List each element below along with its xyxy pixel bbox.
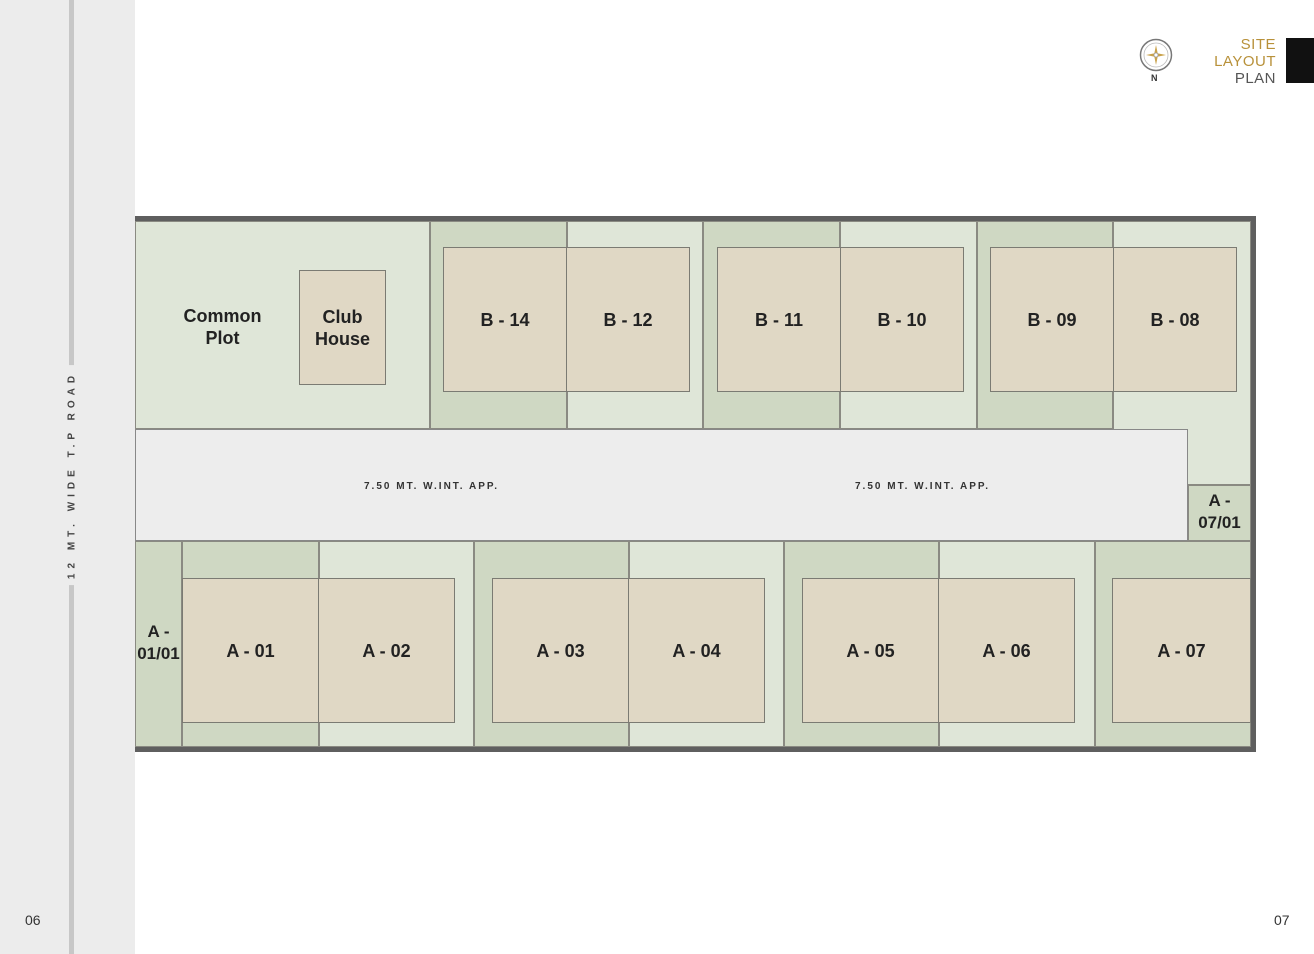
unit-a-07[interactable]: A - 07	[1112, 578, 1251, 723]
unit-a-03[interactable]: A - 03	[492, 578, 629, 723]
compass-icon	[1139, 38, 1173, 72]
unit-b-10[interactable]: B - 10	[840, 247, 964, 392]
site-plan: Common Plot Club House B - 14 B - 12 B -…	[135, 216, 1256, 752]
unit-a-05[interactable]: A - 05	[802, 578, 939, 723]
page-number-right: 07	[1274, 912, 1290, 928]
unit-b-09[interactable]: B - 09	[990, 247, 1114, 392]
road-divider-bottom	[69, 585, 74, 954]
title-accent-bar	[1286, 38, 1314, 83]
internal-road	[135, 429, 1188, 541]
road-divider-top	[69, 0, 74, 370]
page-title: SITE LAYOUT PLAN	[1214, 36, 1276, 87]
title-line-1: SITE	[1240, 36, 1276, 53]
unit-a-06[interactable]: A - 06	[938, 578, 1075, 723]
unit-a-04[interactable]: A - 04	[628, 578, 765, 723]
internal-road-label-1: 7.50 MT. W.INT. APP.	[364, 481, 500, 492]
unit-a-07-01[interactable]: A - 07/01	[1198, 491, 1241, 532]
unit-a-01-01[interactable]: A - 01/01	[137, 622, 180, 663]
tp-road-strip: 12 MT. WIDE T.P ROAD	[0, 0, 135, 954]
unit-b-08[interactable]: B - 08	[1113, 247, 1237, 392]
unit-b-14[interactable]: B - 14	[443, 247, 567, 392]
unit-a-01[interactable]: A - 01	[182, 578, 319, 723]
road-label: 12 MT. WIDE T.P ROAD	[66, 364, 78, 586]
unit-b-11[interactable]: B - 11	[717, 247, 841, 392]
unit-a-02[interactable]: A - 02	[318, 578, 455, 723]
page-number-left: 06	[25, 912, 41, 928]
lot-a-01-01	[135, 541, 182, 747]
common-plot-label: Common Plot	[183, 306, 262, 348]
title-line-2: LAYOUT	[1214, 53, 1276, 70]
internal-road-label-2: 7.50 MT. W.INT. APP.	[855, 481, 991, 492]
title-line-3: PLAN	[1234, 70, 1276, 87]
lot-a-07-01	[1188, 485, 1251, 541]
compass-north-label: N	[1151, 73, 1158, 83]
club-house: Club House	[299, 270, 386, 385]
unit-b-12[interactable]: B - 12	[566, 247, 690, 392]
